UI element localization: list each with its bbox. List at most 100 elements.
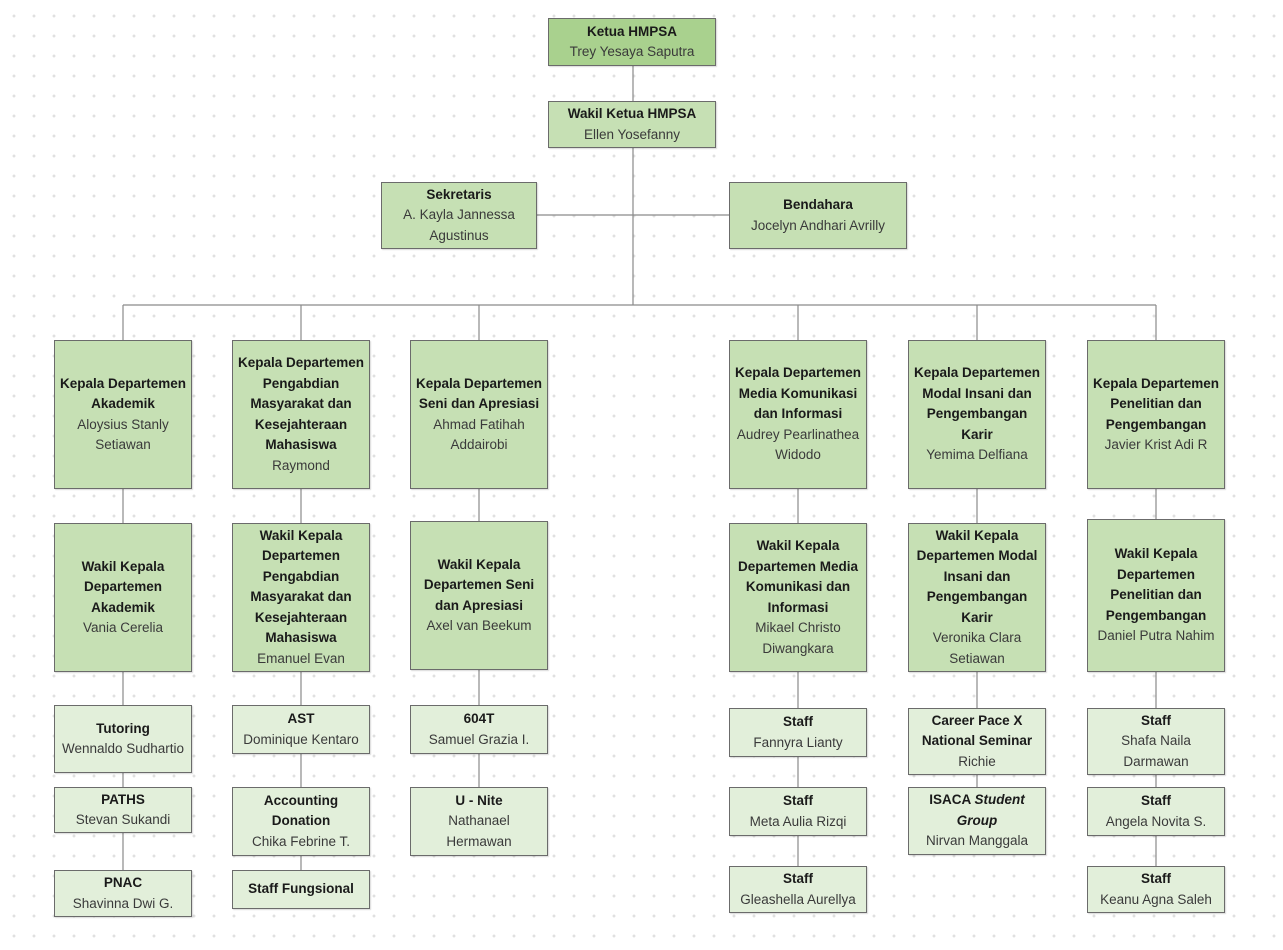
node-title: Kepala Departemen Seni dan Apresiasi xyxy=(414,374,544,415)
node-kadep-pengabdian: Kepala Departemen Pengabdian Masyarakat … xyxy=(232,340,370,489)
node-title-text: Accounting Donation xyxy=(263,792,339,829)
node-title-text: 604T xyxy=(463,711,495,726)
node-title: Accounting Donation xyxy=(236,791,366,832)
node-person-name: Nirvan Manggala xyxy=(925,833,1029,849)
node-title-text: Wakil Kepala Departemen Penelitian dan P… xyxy=(1105,546,1207,623)
node-person-name: Raymond xyxy=(272,457,330,473)
node-person-name: Axel van Beekum xyxy=(426,618,532,633)
node-title: Wakil Kepala Departemen Akademik xyxy=(58,557,188,619)
node-title: Career Pace X National Seminar xyxy=(912,711,1042,752)
node-title-text: PATHS xyxy=(101,791,145,807)
node-wakadep-penelitian: Wakil Kepala Departemen Penelitian dan P… xyxy=(1087,519,1225,672)
node-person-name: Dominique Kentaro xyxy=(243,731,359,747)
node-title-text: AST xyxy=(287,711,315,726)
node-title-text: Staff xyxy=(783,793,813,808)
node-title-text: Tutoring xyxy=(96,720,150,736)
node-title-text: Bendahara xyxy=(783,197,853,212)
node-title-text: Wakil Ketua HMPSA xyxy=(567,106,697,121)
node-kadep-penelitian: Kepala Departemen Penelitian dan Pengemb… xyxy=(1087,340,1225,489)
node-title-text: Kepala Departemen Pengabdian Masyarakat … xyxy=(237,355,365,452)
node-title: PNAC xyxy=(104,873,142,894)
node-title: Kepala Departemen Media Komunikasi dan I… xyxy=(733,363,863,425)
node-person-name: Javier Krist Adi R xyxy=(1104,437,1208,452)
node-person-name: Wennaldo Sudhartio xyxy=(61,741,185,756)
node-title-text: Staff xyxy=(1141,712,1171,728)
node-wakadep-pengabdian: Wakil Kepala Departemen Pengabdian Masya… xyxy=(232,523,370,672)
node-title: Staff xyxy=(783,869,813,890)
node-title: Kepala Departemen Akademik xyxy=(58,374,188,415)
node-title: Wakil Kepala Departemen Modal Insani dan… xyxy=(912,526,1042,629)
node-person-name: Daniel Putra Nahim xyxy=(1097,628,1215,644)
node-kadep-modal: Kepala Departemen Modal Insani dan Penge… xyxy=(908,340,1046,489)
node-title: Sekretaris xyxy=(426,185,491,206)
node-person-name: A. Kayla Jannessa Agustinus xyxy=(403,207,515,243)
node-title: PATHS xyxy=(101,790,145,811)
node-title-text: Staff xyxy=(783,871,813,886)
node-wakadep-seni: Wakil Kepala Departemen Seni dan Apresia… xyxy=(410,521,548,670)
node-person-name: Shavinna Dwi G. xyxy=(72,895,174,911)
node-title-text: U - Nite xyxy=(455,792,503,808)
node-title-text: Wakil Kepala Departemen Modal Insani dan… xyxy=(916,527,1038,625)
node-person-name: Ahmad Fatihah Addairobi xyxy=(433,416,525,453)
node-person-name: Stevan Sukandi xyxy=(75,812,171,827)
node-staff-fungsional: Staff Fungsional xyxy=(232,870,370,909)
node-person-name: Meta Aulia Rizqi xyxy=(749,813,847,829)
node-title-text: Staff xyxy=(1141,871,1171,886)
node-person-name: Emanuel Evan xyxy=(257,650,345,666)
node-title: Ketua HMPSA xyxy=(587,22,677,43)
node-title-text: Career Pace X National Seminar xyxy=(921,712,1033,749)
node-person-name: Aloysius Stanly Setiawan xyxy=(77,416,169,453)
node-title-text: Staff xyxy=(783,714,813,729)
node-person-name: Chika Febrine T. xyxy=(251,833,351,849)
node-person-name: Jocelyn Andhari Avrilly xyxy=(750,217,886,233)
node-title-text: Kepala Departemen Penelitian dan Pengemb… xyxy=(1092,375,1220,432)
node-title-italic: Student Group xyxy=(956,792,1025,828)
node-title: Wakil Kepala Departemen Pengabdian Masya… xyxy=(236,526,366,649)
node-person-name: Samuel Grazia I. xyxy=(428,731,530,747)
node-person-name: Audrey Pearlinathea Widodo xyxy=(736,426,860,463)
node-title: Wakil Kepala Departemen Penelitian dan P… xyxy=(1091,544,1221,626)
node-title: Staff xyxy=(783,791,813,812)
node-title: Kepala Departemen Penelitian dan Pengemb… xyxy=(1091,374,1221,436)
node-person-name: Nathanael Hermawan xyxy=(446,813,512,849)
node-title: Staff Fungsional xyxy=(248,879,354,900)
node-person-name: Angela Novita S. xyxy=(1105,813,1207,829)
node-title: Wakil Kepala Departemen Media Komunikasi… xyxy=(733,536,863,618)
node-person-name: Fannyra Lianty xyxy=(753,734,843,750)
node-paths: PATHS Stevan Sukandi xyxy=(54,787,192,833)
node-person-name: Richie xyxy=(958,753,996,769)
node-title: Wakil Ketua HMPSA xyxy=(568,104,697,125)
node-person-name: Mikael Christo Diwangkara xyxy=(755,620,841,656)
node-title: Tutoring xyxy=(96,719,150,740)
node-title-text: Staff Fungsional xyxy=(248,881,354,897)
node-person-name: Veronika Clara Setiawan xyxy=(932,630,1022,666)
node-person-name: Yemima Delfiana xyxy=(926,447,1028,463)
node-title: Kepala Departemen Modal Insani dan Penge… xyxy=(912,363,1042,445)
node-title: U - Nite xyxy=(455,791,502,812)
node-title-text: Sekretaris xyxy=(426,186,492,202)
node-kadep-media: Kepala Departemen Media Komunikasi dan I… xyxy=(729,340,867,489)
node-title: Staff xyxy=(1141,711,1171,732)
node-title: 604T xyxy=(464,709,495,730)
node-title-text: ISACA xyxy=(929,792,971,808)
node-title-text: Wakil Kepala Departemen Seni dan Apresia… xyxy=(423,556,535,613)
node-t604: 604T Samuel Grazia I. xyxy=(410,705,548,754)
node-sekretaris: Sekretaris A. Kayla Jannessa Agustinus xyxy=(381,182,537,249)
node-wakadep-media: Wakil Kepala Departemen Media Komunikasi… xyxy=(729,523,867,672)
node-title: Staff xyxy=(783,712,813,733)
node-title: Staff xyxy=(1141,791,1171,812)
